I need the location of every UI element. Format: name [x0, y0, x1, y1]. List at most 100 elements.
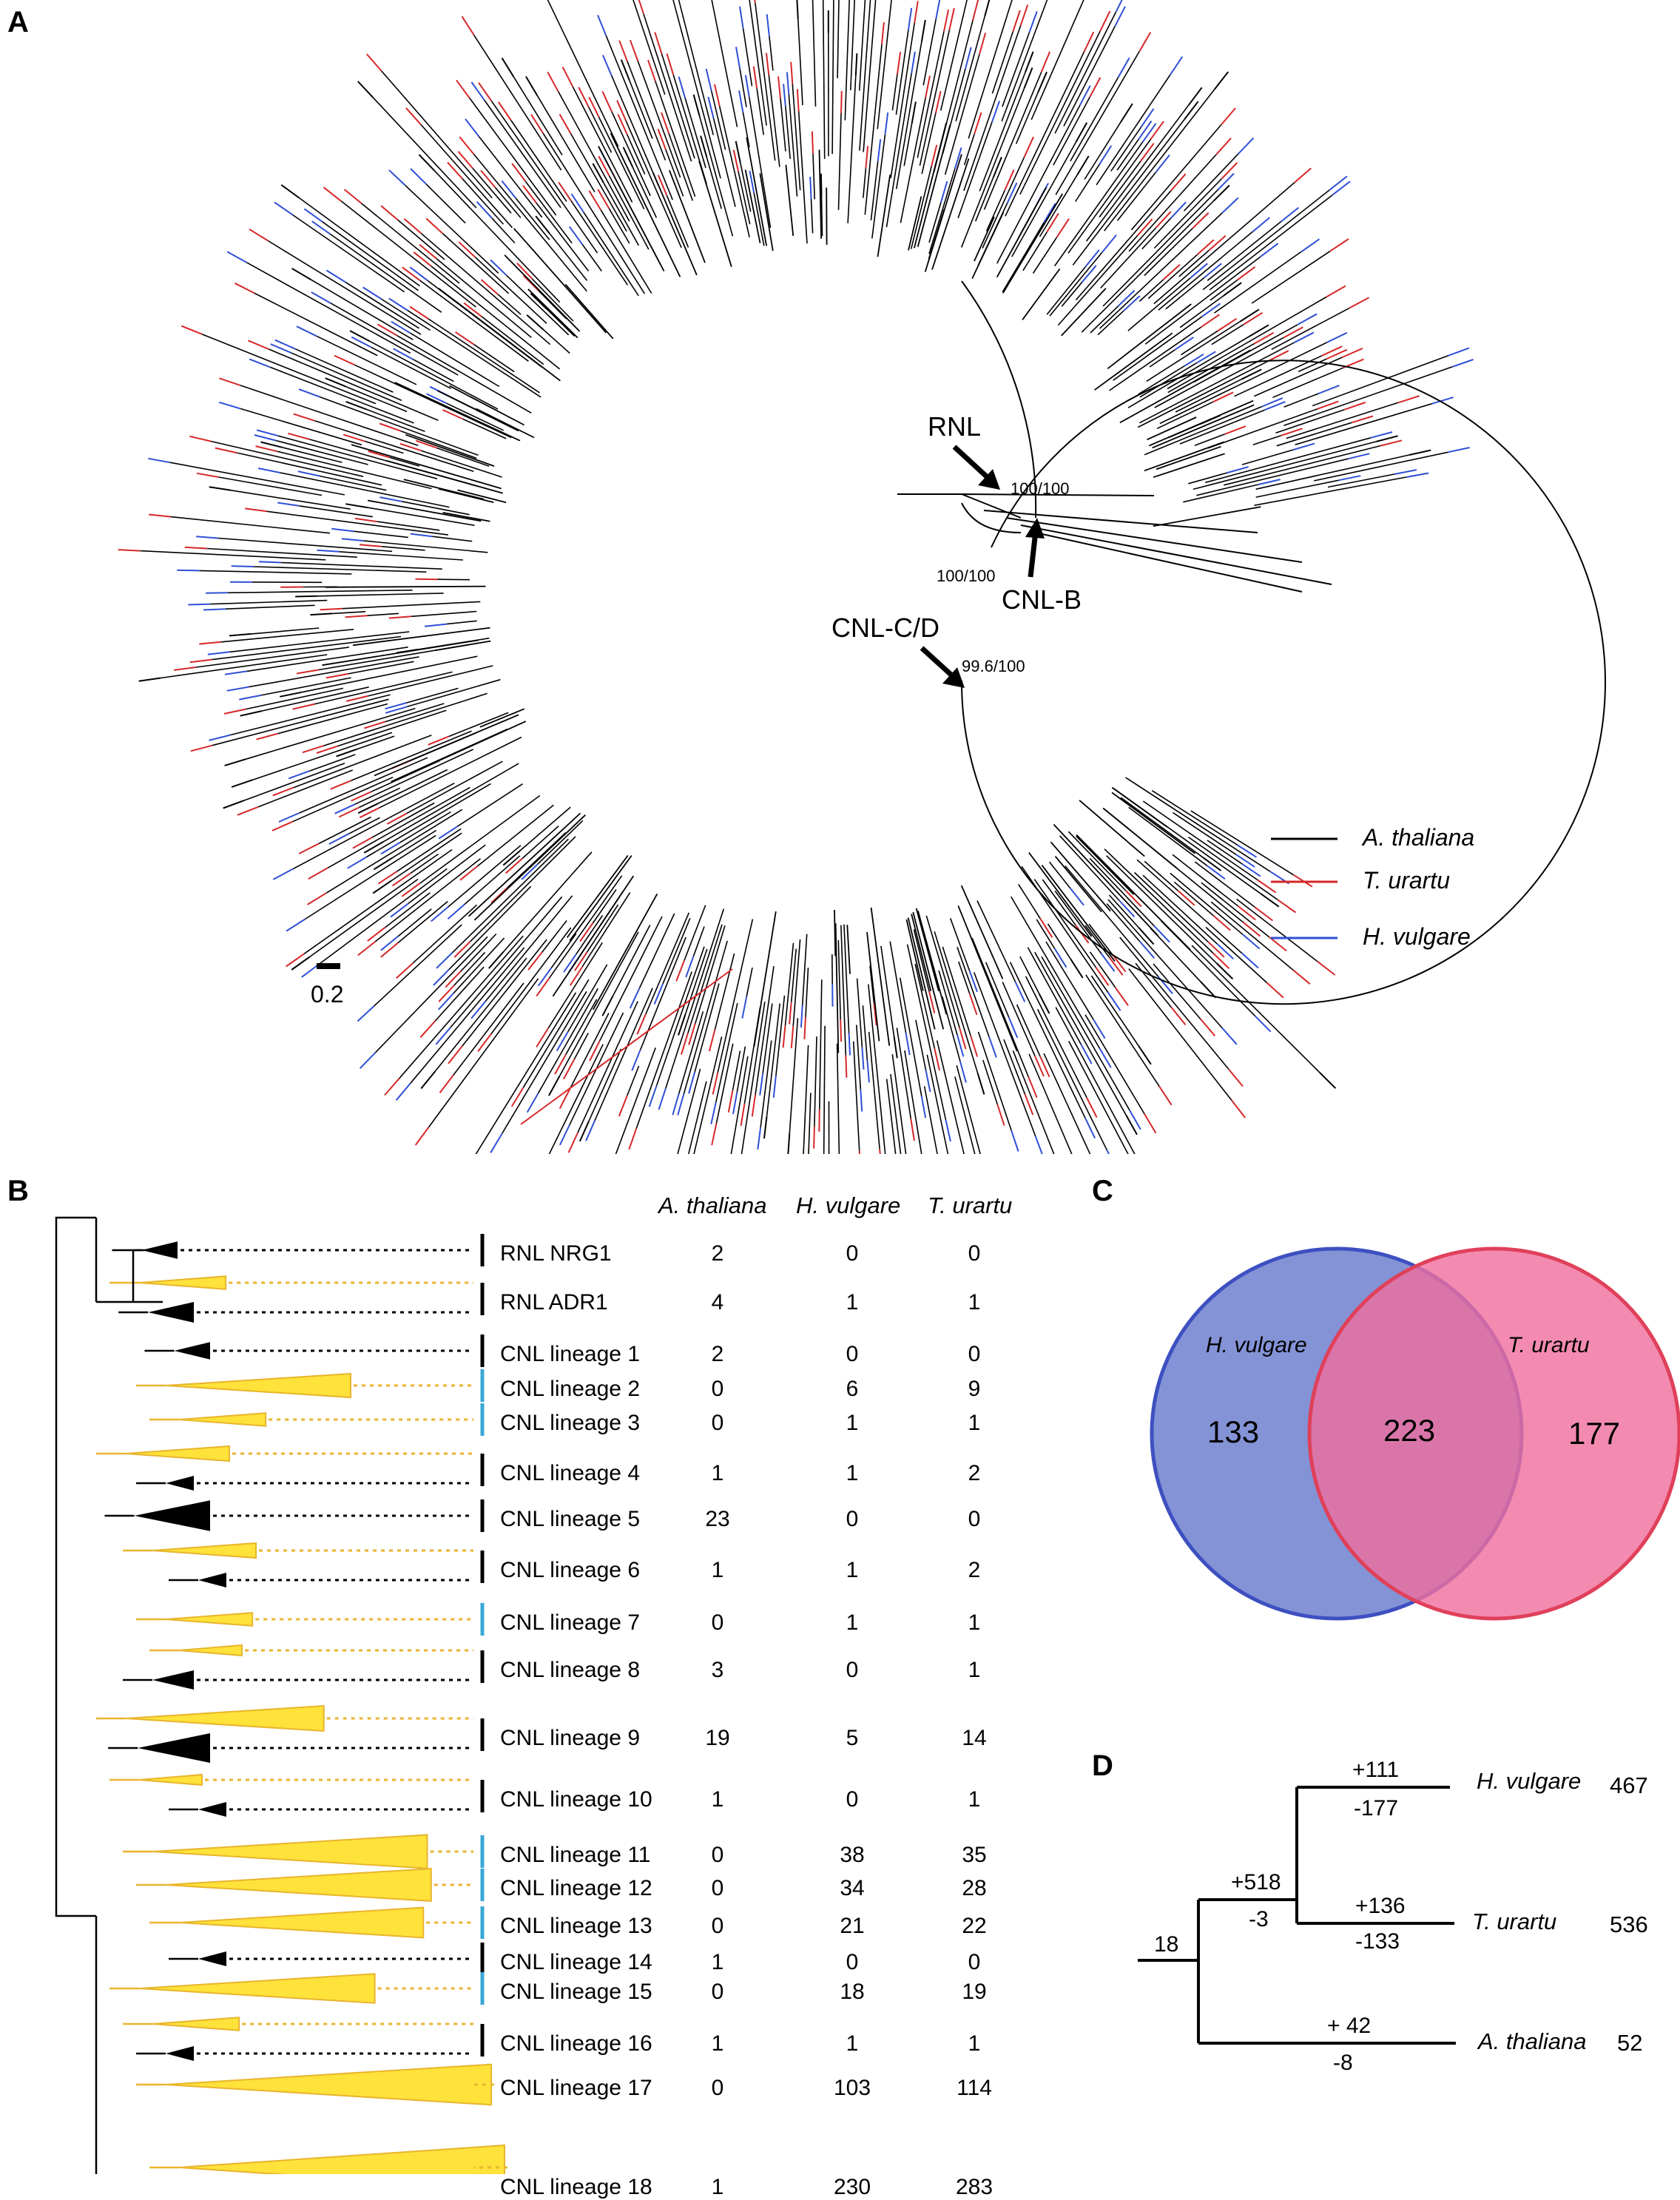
tree-branch — [1208, 942, 1224, 957]
count-at: 0 — [673, 1610, 762, 1636]
tree-branch — [915, 964, 934, 1049]
tree-branch — [1283, 367, 1452, 425]
tree-branch — [1159, 1087, 1172, 1105]
lineage-name: CNL lineage 9 — [500, 1726, 640, 1751]
tree-branch — [398, 220, 445, 260]
tree-branch — [281, 185, 299, 198]
tree-branch — [459, 152, 473, 169]
tree-branch — [511, 121, 567, 202]
internal-gain: +518 — [1231, 1870, 1281, 1895]
tree-branch — [462, 179, 503, 224]
tree-branch — [849, 1033, 850, 1056]
tree-branch — [743, 29, 752, 87]
count-hv: 18 — [808, 1980, 897, 2005]
tree-branch — [624, 147, 633, 167]
tree-branch — [1298, 314, 1317, 325]
tree-branch — [802, 1045, 809, 1154]
tree-branch — [1217, 963, 1233, 979]
tree-branch — [685, 98, 706, 168]
tree-branch — [1016, 982, 1025, 1002]
tree-branch — [404, 219, 421, 234]
tree-branch — [589, 1049, 621, 1121]
tree-branch — [1038, 72, 1047, 92]
tree-branch — [438, 579, 470, 580]
tree-branch — [477, 202, 492, 218]
at-name: A. thaliana — [1478, 2028, 1587, 2055]
monocot-clade-triangle — [126, 1706, 324, 1731]
arabidopsis-clade-triangle — [134, 1500, 210, 1531]
tree-branch — [590, 1041, 600, 1061]
tree-branch — [804, 1017, 806, 1039]
tree-branch — [598, 156, 609, 175]
tree-branch — [326, 809, 462, 893]
tree-branch — [1062, 289, 1106, 336]
tree-branch — [736, 141, 741, 163]
tree-branch — [700, 0, 737, 127]
tree-branch — [1070, 959, 1082, 978]
tree-branch — [374, 857, 393, 869]
tree-branch — [481, 170, 495, 187]
tree-branch — [1326, 286, 1346, 297]
arabidopsis-clade-triangle — [174, 1342, 210, 1360]
tree-branch — [752, 0, 755, 3]
tree-branch — [965, 47, 971, 69]
tree-branch — [1084, 122, 1121, 179]
tree-branch — [613, 925, 650, 996]
tree-branch — [567, 855, 628, 937]
tree-branch — [806, 968, 809, 1017]
tree-branch — [471, 82, 484, 100]
tree-branch — [480, 709, 524, 727]
tree-branch — [1249, 325, 1269, 336]
tree-branch — [1147, 322, 1241, 382]
tree-branch — [272, 822, 292, 831]
tree-branch — [1252, 217, 1269, 232]
tree-branch — [1318, 962, 1335, 975]
tree-branch — [627, 1066, 639, 1096]
tree-branch — [380, 497, 402, 502]
tree-branch — [526, 76, 537, 95]
tree-branch — [571, 200, 628, 285]
tree-branch — [465, 856, 520, 905]
tree-branch — [1242, 954, 1258, 968]
tree-branch — [1170, 873, 1243, 934]
tree-branch — [1192, 945, 1320, 1073]
count-hv: 0 — [808, 1507, 897, 1532]
tree-branch — [1048, 924, 1071, 959]
tree-branch — [1238, 846, 1256, 857]
count-tu: 1 — [930, 2031, 1019, 2056]
tree-branch — [1142, 218, 1171, 249]
tree-branch — [944, 10, 948, 31]
tree-branch — [199, 642, 221, 644]
lineage-name: RNL NRG1 — [500, 1241, 612, 1266]
at-total: 52 — [1617, 2030, 1642, 2056]
tree-branch — [498, 294, 521, 314]
tree-branch — [626, 121, 681, 248]
tree-branch — [148, 459, 170, 462]
tree-branch — [1173, 854, 1238, 906]
tree-branch — [1138, 121, 1151, 140]
tree-branch — [379, 424, 400, 431]
tree-branch — [465, 119, 479, 137]
tree-branch — [856, 53, 857, 75]
tree-branch — [385, 1079, 399, 1096]
tree-branch — [758, 1127, 760, 1150]
tree-branch — [570, 856, 632, 941]
tree-branch — [1129, 969, 1232, 1101]
tree-branch — [820, 979, 822, 1109]
tree-branch — [389, 170, 405, 186]
tree-branch — [760, 1073, 763, 1096]
tree-branch — [783, 84, 786, 106]
count-hv: 103 — [808, 2076, 897, 2101]
tree-branch — [439, 489, 494, 502]
tree-branch — [276, 441, 368, 465]
tree-branch — [1062, 283, 1082, 307]
tree-branch — [448, 905, 465, 920]
tree-branch — [914, 123, 946, 248]
tree-branch — [240, 385, 419, 445]
tree-branch — [170, 462, 345, 495]
count-hv: 1 — [808, 1558, 897, 1583]
tree-branch — [413, 360, 453, 382]
tree-branch — [235, 283, 254, 294]
tree-branch — [300, 757, 428, 813]
tree-branch — [1121, 104, 1133, 122]
